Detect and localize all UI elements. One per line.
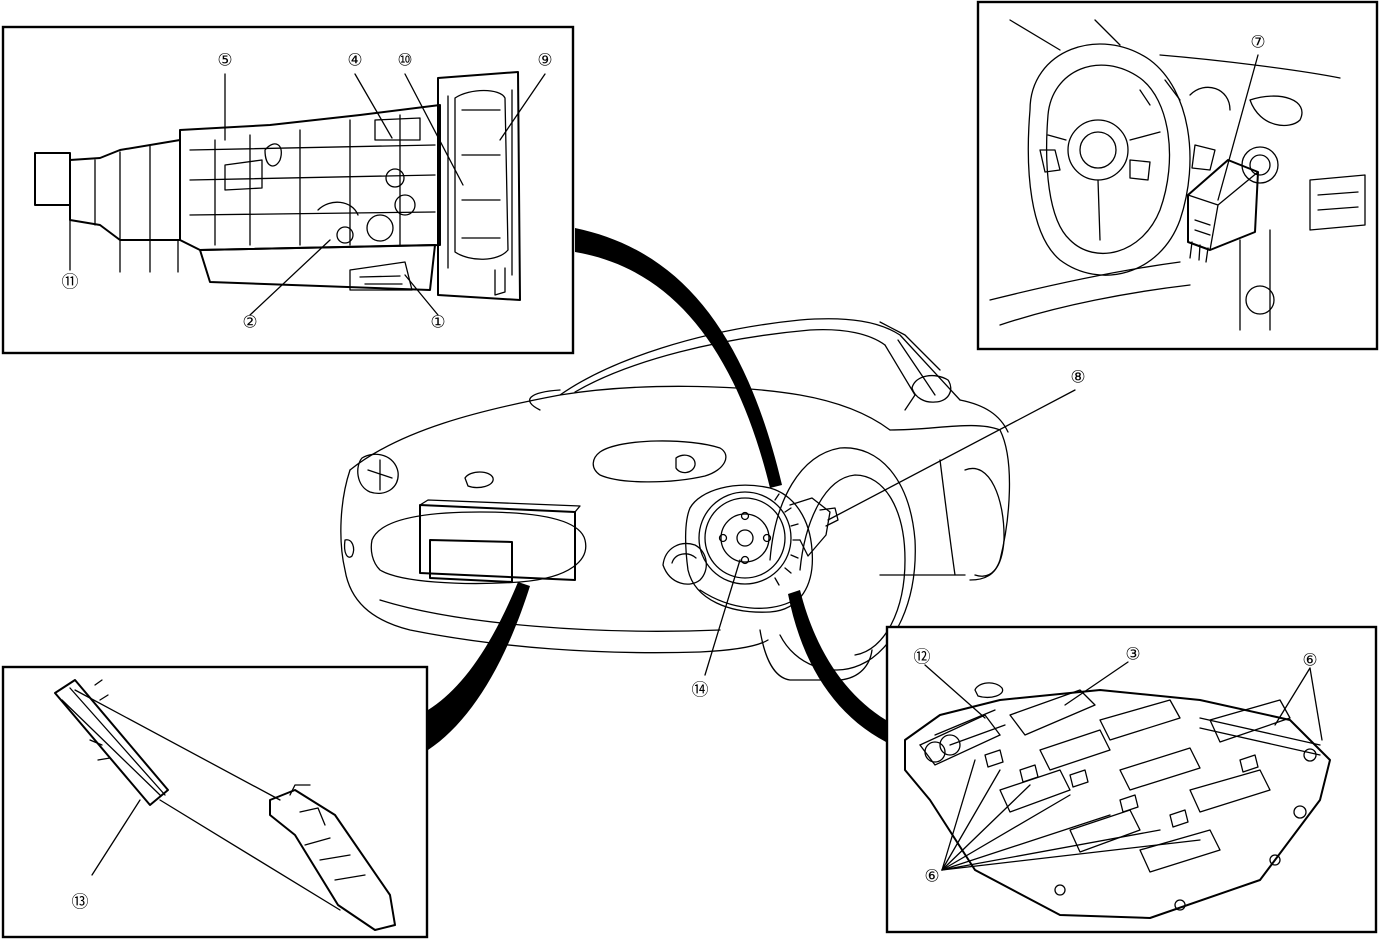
- pcm-placard: [419, 499, 581, 583]
- callout-4: ④: [347, 51, 362, 70]
- connector-swoosh-valve-body: [788, 590, 886, 742]
- valve-body-detail-box: [885, 625, 1378, 934]
- callout-12: ⑫: [914, 648, 931, 667]
- callout-2: ②: [242, 313, 257, 332]
- callout-8: ⑧: [1070, 368, 1085, 387]
- callout-5: ⑤: [217, 51, 232, 70]
- connector-swoosh-transmission: [575, 228, 782, 488]
- callout-11: ⑪: [62, 273, 79, 292]
- callout-14: ⑭: [692, 681, 709, 700]
- callout-6-bottom: ⑥: [924, 867, 939, 886]
- callout-1: ①: [430, 313, 445, 332]
- callout-6-top: ⑥: [1302, 651, 1317, 670]
- callout-labels: ⑤ ④ ⑩ ⑨ ⑪ ② ① ⑦ ⑧ ⑭ ⑬ ⑫ ③ ⑥ ⑥: [62, 33, 1318, 912]
- drive-plate-assembly: [684, 389, 1076, 676]
- dashboard-detail-box: [976, 0, 1379, 351]
- car-illustration: [340, 318, 1011, 681]
- callout-10: ⑩: [397, 51, 412, 70]
- callout-9: ⑨: [537, 51, 552, 70]
- oil-strainer-detail-box: [1, 665, 429, 939]
- callout-13: ⑬: [72, 893, 89, 912]
- callout-3: ③: [1125, 645, 1140, 664]
- connector-swoosh-oil-strainer: [428, 582, 530, 750]
- transmission-detail-box: [1, 25, 575, 355]
- callout-7: ⑦: [1250, 33, 1265, 52]
